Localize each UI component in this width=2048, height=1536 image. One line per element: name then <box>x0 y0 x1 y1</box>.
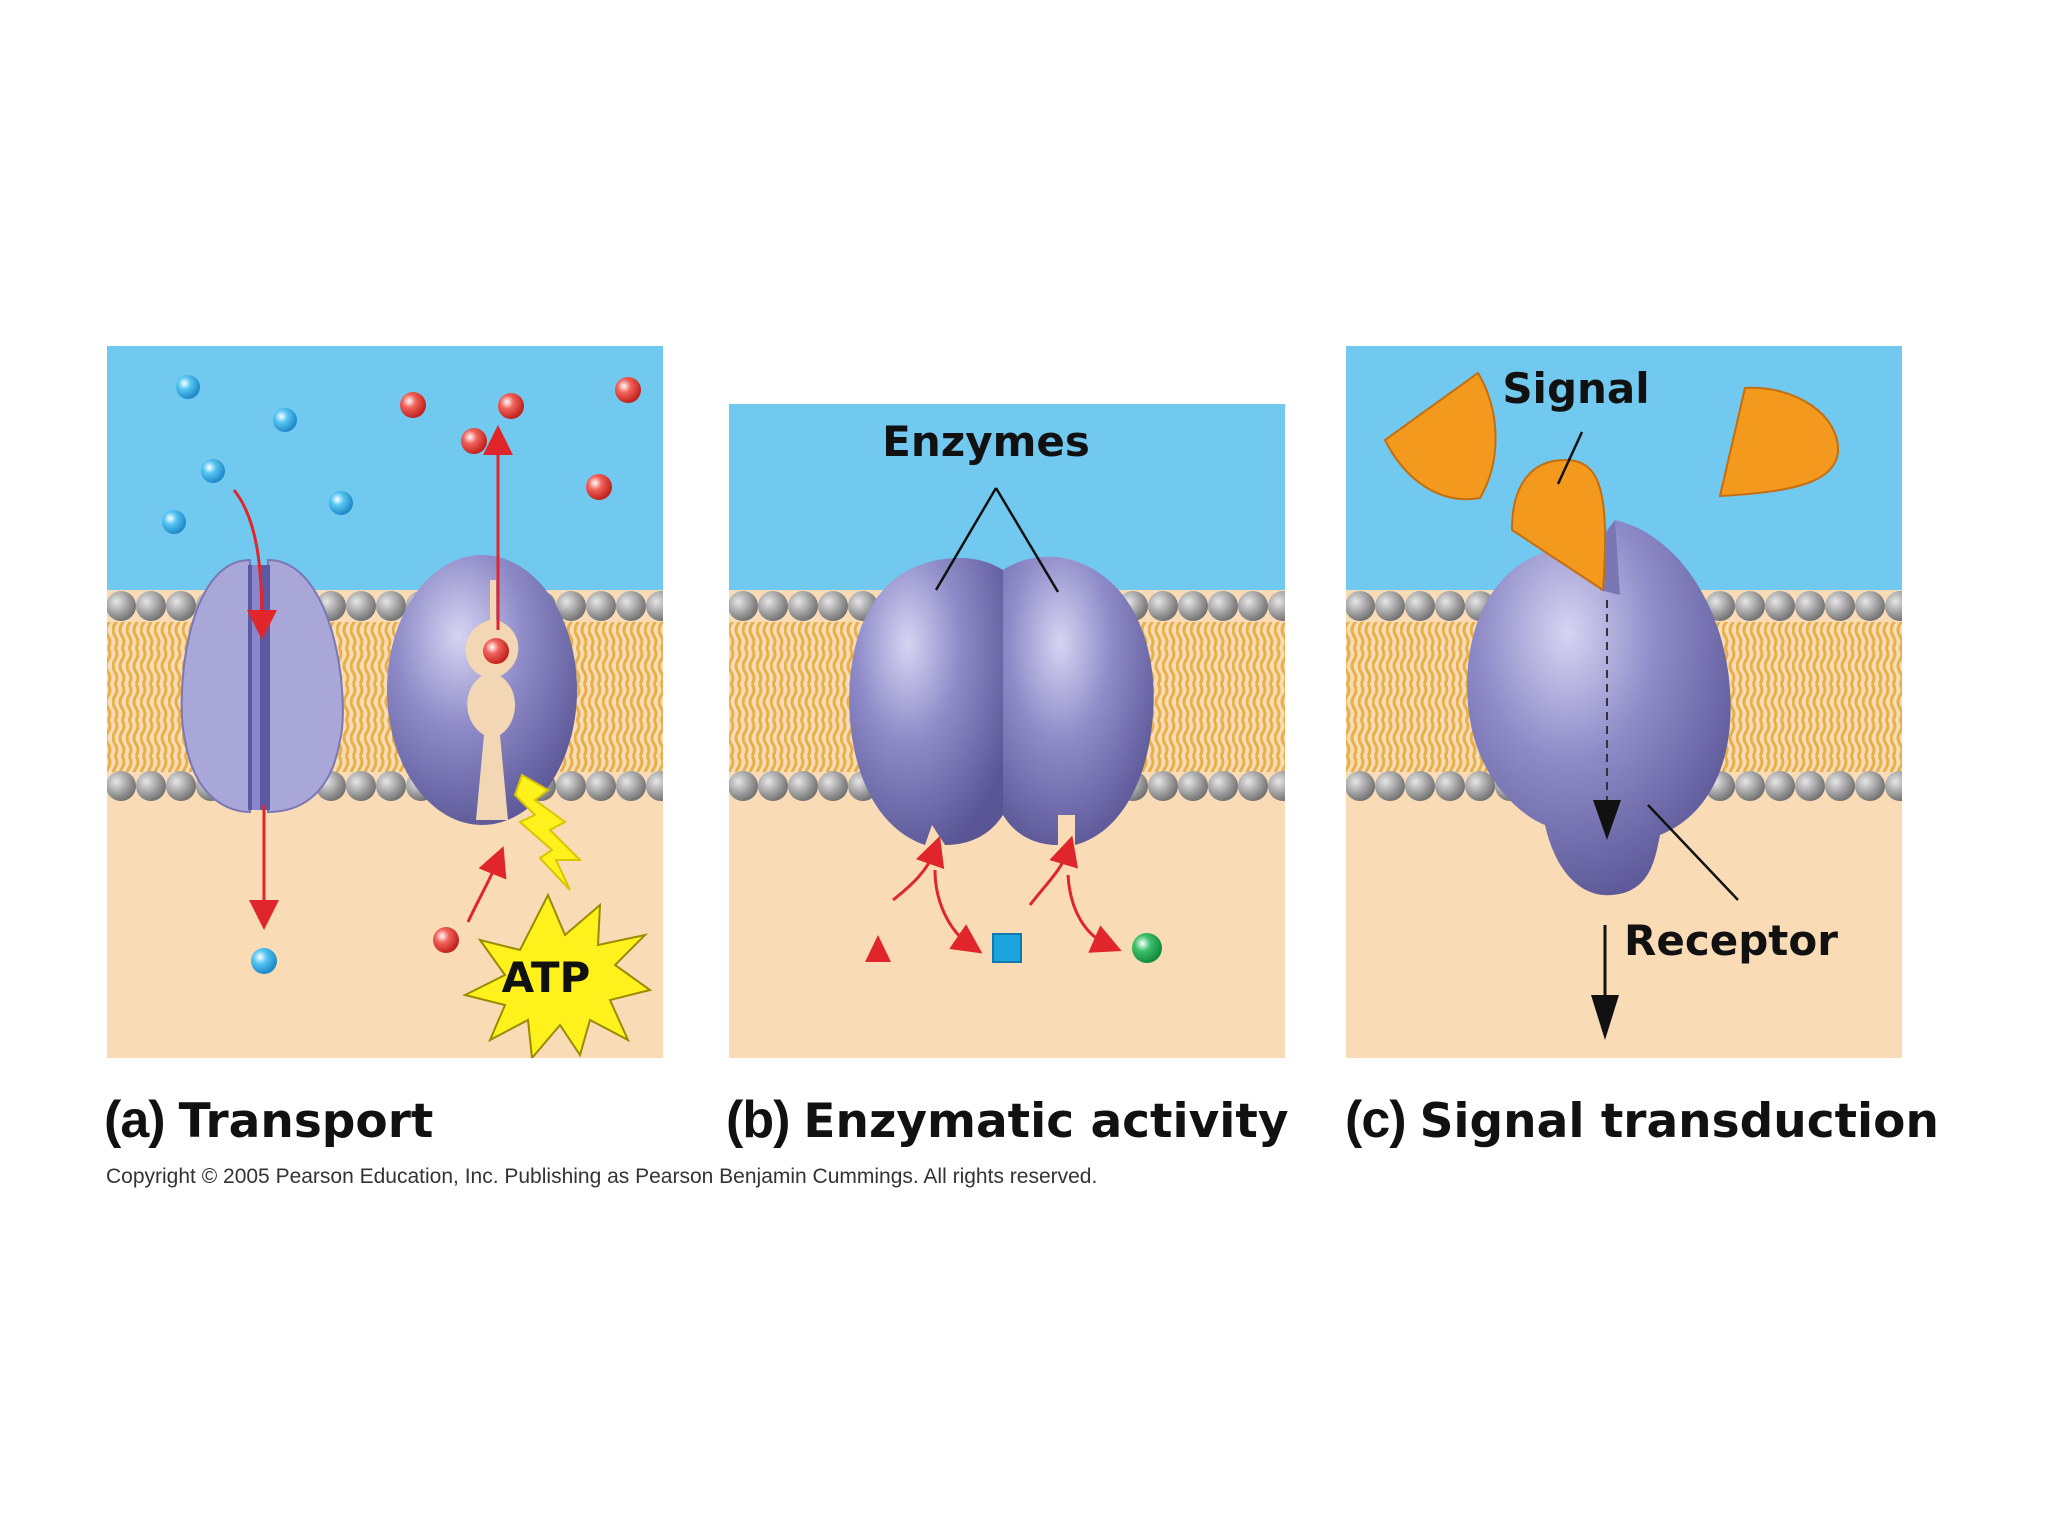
intermediate-square-icon <box>992 933 1022 963</box>
phospholipid-head <box>1375 771 1405 801</box>
channel-protein <box>180 558 344 814</box>
red-solutes <box>400 377 641 953</box>
phospholipid-head <box>346 591 376 621</box>
phospholipid-head <box>1795 591 1825 621</box>
phospholipid-head <box>1735 591 1765 621</box>
signal-label: Signal <box>1502 364 1649 413</box>
blue-solutes <box>162 375 353 974</box>
phospholipid-head <box>1885 771 1902 801</box>
enzymes-pointer <box>934 487 1060 593</box>
phospholipid-head <box>1268 591 1285 621</box>
phospholipid-head <box>346 771 376 801</box>
panel-a-caption: (a) Transport <box>104 1090 433 1170</box>
panel-c-caption: (c) Signal transduction <box>1345 1090 1939 1170</box>
phospholipid-head <box>166 591 196 621</box>
phospholipid-head <box>107 591 136 621</box>
phospholipid-head <box>1465 771 1495 801</box>
phospholipid-head <box>1178 771 1208 801</box>
phospholipid-head <box>818 591 848 621</box>
energy-bolt-icon <box>513 773 583 891</box>
phospholipid-head <box>1405 771 1435 801</box>
substrate-triangle-icon <box>865 935 891 962</box>
panel-b-letter: (b) <box>726 1091 790 1149</box>
phospholipid-head <box>729 771 758 801</box>
phospholipid-head <box>1765 771 1795 801</box>
phospholipid-head <box>376 591 406 621</box>
copyright-notice: Copyright © 2005 Pearson Education, Inc.… <box>106 1165 1098 1188</box>
phospholipid-head <box>1178 591 1208 621</box>
phospholipid-head <box>818 771 848 801</box>
phospholipid-head <box>729 591 758 621</box>
receptor-pointer <box>1647 804 1739 901</box>
phospholipid-head <box>1346 771 1375 801</box>
signal-arrowhead-icon <box>1593 800 1621 840</box>
phospholipid-head <box>586 591 616 621</box>
enzyme-left <box>849 558 1003 845</box>
phospholipid-head <box>1825 771 1855 801</box>
phospholipid-head <box>1346 591 1375 621</box>
phospholipid-head <box>1208 591 1238 621</box>
pump-protein <box>387 555 577 825</box>
downstream-response-arrow <box>1591 925 1619 1040</box>
signal-molecules <box>1383 371 1840 592</box>
extracellular-fluid <box>729 404 1285 590</box>
phospholipid-head <box>1825 591 1855 621</box>
phospholipid-head <box>1375 591 1405 621</box>
atp-burst-icon <box>462 892 653 1058</box>
reaction-arrows <box>892 835 1122 954</box>
phospholipid-head <box>107 771 136 801</box>
phospholipid-head <box>1885 591 1902 621</box>
phospholipid-head <box>136 591 166 621</box>
phospholipid-head <box>556 591 586 621</box>
panel-a-transport: ATP <box>107 346 663 1058</box>
phospholipid-head <box>1765 591 1795 621</box>
phospholipid-head <box>1855 591 1885 621</box>
phospholipid-head <box>1268 771 1285 801</box>
phospholipid-head <box>616 591 646 621</box>
phospholipid-head <box>1148 591 1178 621</box>
panel-c-signal-transduction <box>1346 346 1902 1058</box>
phospholipid-head <box>376 771 406 801</box>
phospholipid-head <box>758 771 788 801</box>
phospholipid-head <box>1238 591 1268 621</box>
transport-arrows <box>232 425 513 930</box>
phospholipid-head <box>788 591 818 621</box>
panel-a-letter: (a) <box>104 1091 166 1149</box>
phospholipid-head <box>1208 771 1238 801</box>
enzymes-label: Enzymes <box>882 417 1090 466</box>
phospholipid-head <box>1855 771 1885 801</box>
phospholipid-head <box>1435 771 1465 801</box>
panel-b-enzymatic-activity <box>729 404 1285 1058</box>
phospholipid-head <box>646 771 663 801</box>
phospholipid-head <box>1238 771 1268 801</box>
atp-label: ATP <box>502 953 591 1002</box>
phospholipid-head <box>616 771 646 801</box>
phospholipid-head <box>788 771 818 801</box>
product-sphere-icon <box>1132 933 1162 963</box>
panel-b-caption: (b) Enzymatic activity <box>726 1090 1288 1170</box>
enzyme-right <box>1003 556 1154 845</box>
phospholipid-head <box>1405 591 1435 621</box>
phospholipid-head <box>1795 771 1825 801</box>
phospholipid-head <box>1435 591 1465 621</box>
phospholipid-head <box>586 771 616 801</box>
phospholipid-head <box>1735 771 1765 801</box>
receptor-label: Receptor <box>1624 916 1838 965</box>
phospholipid-head <box>758 591 788 621</box>
panel-a-title: Transport <box>178 1094 434 1149</box>
panel-c-letter: (c) <box>1345 1091 1407 1149</box>
panel-b-title: Enzymatic activity <box>803 1094 1289 1149</box>
phospholipid-head <box>166 771 196 801</box>
panel-c-title: Signal transduction <box>1419 1094 1939 1149</box>
signal-pointer <box>1556 431 1584 485</box>
phospholipid-head <box>1705 591 1735 621</box>
phospholipid-head <box>1148 771 1178 801</box>
phospholipid-head <box>136 771 166 801</box>
phospholipid-head <box>556 771 586 801</box>
phospholipid-head <box>646 591 663 621</box>
